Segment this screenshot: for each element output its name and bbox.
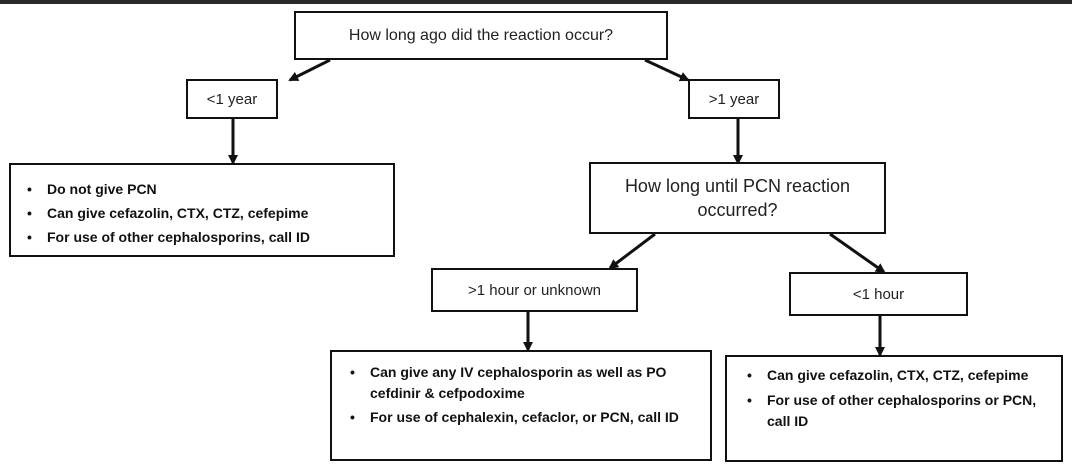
list-item: Can give any IV cephalosporin as well as… <box>350 362 702 404</box>
branch-less-than-1-hour: <1 hour <box>852 285 905 303</box>
branch-greater-than-1-hour-box: >1 hour or unknown <box>431 268 638 312</box>
branch-greater-than-1-hour: >1 hour or unknown <box>467 281 601 299</box>
branch-greater-than-1-year: >1 year <box>708 90 760 108</box>
outcome-less-than-1-hour-list: Can give cefazolin, CTX, CTZ, cefepime F… <box>747 365 1053 432</box>
list-item: For use of other cephalosporins or PCN, … <box>747 390 1053 432</box>
outcome-greater-than-1-hour-list: Can give any IV cephalosporin as well as… <box>350 362 702 428</box>
arrow-q2-to-gt1hour <box>608 232 656 270</box>
branch-less-than-1-hour-box: <1 hour <box>789 272 968 316</box>
list-item: For use of cephalexin, cefaclor, or PCN,… <box>350 407 702 428</box>
arrow-q1-to-lt1year <box>288 58 331 82</box>
question-reaction-time-box: How long ago did the reaction occur? <box>294 11 668 60</box>
branch-less-than-1-year: <1 year <box>206 90 258 108</box>
question-pcn-reaction-time-box: How long until PCN reaction occurred? <box>589 162 886 234</box>
outcome-less-than-1-year-box: Do not give PCN Can give cefazolin, CTX,… <box>9 163 395 257</box>
list-item: For use of other cephalosporins, call ID <box>27 225 385 249</box>
list-item: Can give cefazolin, CTX, CTZ, cefepime <box>27 201 385 225</box>
list-item: Can give cefazolin, CTX, CTZ, cefepime <box>747 365 1053 386</box>
question-pcn-reaction-time-line2: occurred? <box>697 200 778 220</box>
outcome-less-than-1-hour-box: Can give cefazolin, CTX, CTZ, cefepime F… <box>725 355 1063 462</box>
arrow-q1-to-gt1year <box>644 58 690 82</box>
question-pcn-reaction-time-line1: How long until PCN reaction <box>624 176 851 196</box>
question-reaction-time: How long ago did the reaction occur? <box>348 26 614 44</box>
branch-greater-than-1-year-box: >1 year <box>688 79 780 119</box>
top-border-strip <box>0 0 1072 4</box>
outcome-greater-than-1-hour-box: Can give any IV cephalosporin as well as… <box>330 350 712 461</box>
arrow-q2-to-lt1hour <box>829 232 886 274</box>
outcome-less-than-1-year-list: Do not give PCN Can give cefazolin, CTX,… <box>27 177 385 249</box>
list-item: Do not give PCN <box>27 177 385 201</box>
branch-less-than-1-year-box: <1 year <box>186 79 278 119</box>
